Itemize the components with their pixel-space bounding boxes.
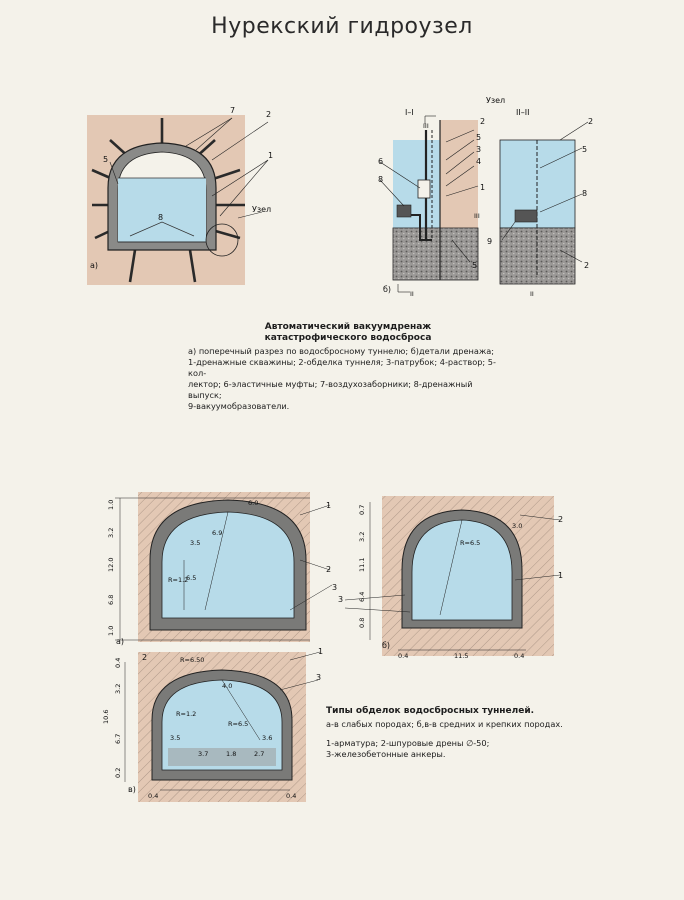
node-label: Узел	[252, 205, 271, 214]
node-label-b: Узел	[486, 96, 505, 105]
bottom-caption-line-1: а-в слабых породах; б,в-в средних и креп…	[326, 719, 563, 729]
type-v-label: в)	[128, 785, 136, 794]
dim-a-10: R=1.2	[168, 576, 188, 584]
callout-8: 8	[158, 213, 163, 222]
dim-v-15: 0.4	[148, 792, 158, 800]
callout-a-2: 2	[326, 565, 331, 574]
callout-b-5: 5	[476, 133, 481, 142]
dim-b-8: 0.4	[514, 652, 524, 660]
figure-b-detail-left: I–I III III II Узел 2 5 3 4 1 6 8 5 б)	[378, 96, 505, 298]
dim-v-13: 4.0	[222, 682, 232, 690]
dim-v-9: 1.8	[226, 750, 236, 758]
callout-2: 2	[266, 110, 271, 119]
dim-b-7: 11.5	[454, 652, 468, 660]
mark-ii-right: II	[530, 290, 534, 298]
lining-type-b: 0.7 3.2 11.1 6.4 0.8 0.4 11.5 0.4 R=6.5 …	[338, 496, 563, 660]
lining-type-a: 1.0 3.2 12.0 6.8 1.0 3.5 6.0 6.9 6.5 R=1…	[107, 492, 337, 646]
caption-line-3: лектор; 6-эластичные муфты; 7-воздухозаб…	[188, 379, 473, 400]
dim-v-16: 0.4	[286, 792, 296, 800]
mark-ii-bottom: II	[410, 290, 414, 298]
page-title: Нурекский гидроузел	[211, 14, 473, 39]
callout-v-1: 1	[318, 647, 323, 656]
dim-a-8: 6.9	[212, 529, 222, 537]
callout-b-1: 1	[480, 183, 485, 192]
dim-v-8: 3.7	[198, 750, 208, 758]
callout-b-5b: 5	[472, 261, 477, 270]
callout-b-8: 8	[378, 175, 383, 184]
dim-v-5: 0.2	[114, 768, 122, 778]
callout-br-2b: 2	[584, 261, 589, 270]
callout-b-6: 6	[378, 157, 383, 166]
dim-v-7: 3.5	[170, 734, 180, 742]
figure-a-cross-section: 7 2 5 1 8 Узел а)	[87, 106, 273, 285]
dim-a-6: 3.5	[190, 539, 200, 547]
caption-line-1: а) поперечный разрез по водосбросному ту…	[188, 346, 494, 356]
dim-v-4: 6.7	[114, 734, 122, 744]
callout-br-2: 2	[588, 117, 593, 126]
section-ii-label: II–II	[516, 108, 529, 117]
callout-b-2: 2	[480, 117, 485, 126]
dim-b-6: 0.4	[398, 652, 408, 660]
dim-v-10: 2.7	[254, 750, 264, 758]
dim-b-1: 0.7	[358, 505, 366, 515]
type-a-label: а)	[116, 637, 124, 646]
dim-a-5: 1.0	[107, 626, 115, 636]
dim-b-3: 11.1	[358, 558, 366, 572]
dim-b-10: 3.0	[512, 522, 522, 530]
callout-b2-1: 1	[558, 571, 563, 580]
lining-type-v: 0.4 3.2 10.6 6.7 0.2 R=1.2 3.5 3.7 1.8 2…	[102, 647, 323, 802]
callout-b2-3: 3	[338, 595, 343, 604]
dim-a-9: 6.5	[186, 574, 196, 582]
caption-line-2: 1-дренажные скважины; 2-обделка туннеля;…	[188, 357, 496, 378]
callout-a-1: 1	[326, 501, 331, 510]
caption-line-4: 9-вакуумобразователи.	[188, 401, 290, 411]
dim-v-2: 3.2	[114, 684, 122, 694]
dim-a-7: 6.0	[248, 499, 258, 507]
callout-br-8: 8	[582, 189, 587, 198]
node-circle	[205, 223, 239, 257]
dim-b-5: 0.8	[358, 618, 366, 628]
dim-b-9: R=6.5	[460, 539, 480, 547]
section-i-label: I–I	[405, 108, 414, 117]
callout-b-4: 4	[476, 157, 481, 166]
dim-v-1: 0.4	[114, 658, 122, 668]
mark-iii-top: III	[423, 122, 429, 130]
bottom-caption-line-2: 1-арматура; 2-шпуровые дрены ∅-50;	[326, 738, 490, 748]
type-b-label: б)	[382, 641, 390, 650]
dim-b-2: 3.2	[358, 532, 366, 542]
figure-b-detail-right: II–II II 2 5 8 9 2	[487, 108, 593, 298]
callout-b-3: 3	[476, 145, 481, 154]
caption-title-2: катастрофического водосброса	[264, 333, 432, 343]
dim-a-3: 12.0	[107, 558, 115, 572]
bottom-figure-caption: Типы обделок водосбросных туннелей. а-в …	[326, 706, 576, 760]
figure-a-label: а)	[90, 261, 98, 270]
caption-title-1: Автоматический вакуумдренаж	[264, 322, 432, 332]
callout-b2-2: 2	[558, 515, 563, 524]
dim-v-12: 3.6	[262, 734, 272, 742]
dim-a-4: 6.8	[107, 595, 115, 605]
callout-v-2: 2	[142, 653, 147, 662]
dim-v-11: R=6.5	[228, 720, 248, 728]
callout-a-3: 3	[332, 583, 337, 592]
dim-a-2: 3.2	[107, 528, 115, 538]
callout-5: 5	[103, 155, 108, 164]
callout-7: 7	[230, 106, 235, 115]
dim-v-14: R=6.50	[180, 656, 204, 664]
callout-br-5: 5	[582, 145, 587, 154]
callout-1: 1	[268, 151, 273, 160]
mark-iii-side: III	[474, 212, 480, 220]
bottom-caption-title: Типы обделок водосбросных туннелей.	[326, 706, 535, 716]
bottom-caption-line-3: 3-железобетонные анкеры.	[326, 749, 446, 759]
figure-b-label: б)	[383, 285, 391, 294]
dim-a-1: 1.0	[107, 500, 115, 510]
top-figure-caption: Автоматический вакуумдренаж катастрофиче…	[188, 322, 508, 412]
dim-v-3: 10.6	[102, 710, 110, 724]
callout-br-9: 9	[487, 237, 492, 246]
dim-b-4: 6.4	[358, 592, 366, 602]
dim-v-6: R=1.2	[176, 710, 196, 718]
callout-v-3: 3	[316, 673, 321, 682]
